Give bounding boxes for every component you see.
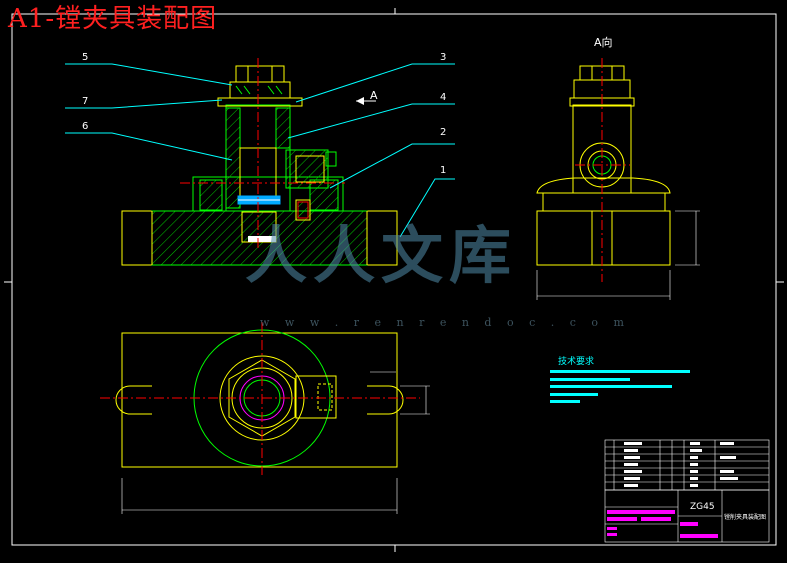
material-label: ZG45 bbox=[690, 502, 715, 512]
top-view bbox=[100, 322, 430, 514]
callout-2: 2 bbox=[440, 127, 446, 138]
technical-requirements: 技术要求 bbox=[550, 355, 690, 403]
callout-5: 5 bbox=[82, 52, 88, 63]
callout-4: 4 bbox=[440, 92, 446, 103]
parts-list-fill bbox=[624, 442, 738, 487]
title-block: ZG45 镗削夹具装配图 bbox=[604, 489, 770, 543]
tech-req-title: 技术要求 bbox=[558, 355, 594, 367]
callout-7: 7 bbox=[82, 96, 88, 107]
callout-labels: 5 7 6 3 4 2 1 bbox=[82, 52, 446, 176]
section-arrow: A bbox=[356, 89, 378, 105]
callout-6: 6 bbox=[82, 121, 88, 132]
watermark-url: w w w . r e n r e n d o c . c o m bbox=[260, 316, 630, 329]
front-view bbox=[121, 58, 398, 266]
callout-3: 3 bbox=[440, 52, 446, 63]
callout-1: 1 bbox=[440, 165, 446, 176]
leader-lines bbox=[65, 63, 455, 238]
drawing-title: A1-镗夹具装配图 bbox=[8, 4, 218, 34]
watermark-text: 人人文库 bbox=[245, 219, 518, 292]
drawing-frame bbox=[4, 8, 784, 552]
side-view: A向 bbox=[536, 35, 700, 300]
section-arrow-label: A bbox=[370, 89, 378, 102]
parts-list bbox=[604, 439, 770, 491]
drawing-name: 镗削夹具装配图 bbox=[724, 513, 766, 521]
view-label: A向 bbox=[594, 35, 613, 49]
